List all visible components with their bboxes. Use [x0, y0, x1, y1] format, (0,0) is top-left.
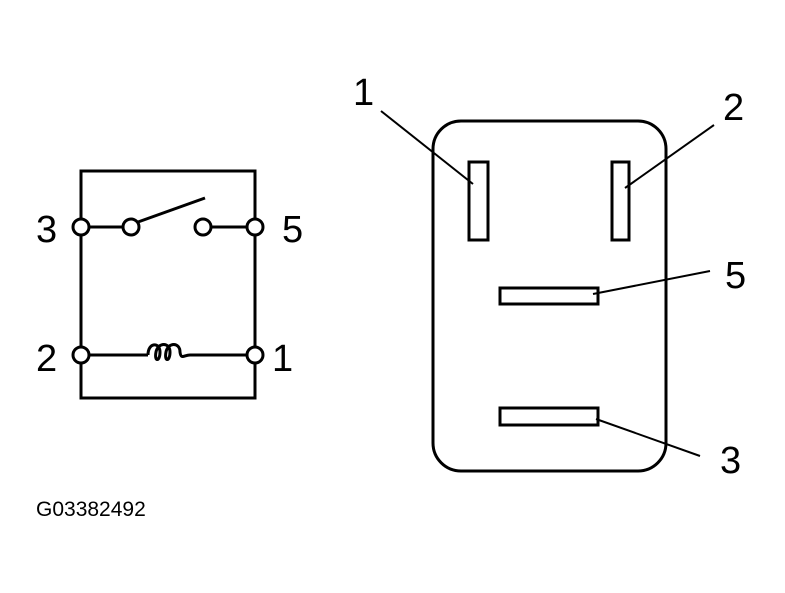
- connector-label-1: 1: [353, 72, 374, 114]
- connector-label-3: 3: [720, 440, 741, 482]
- pin-5-leader: [592, 270, 711, 295]
- terminal-1-pin: [245, 345, 265, 365]
- schematic-label-1: 1: [272, 338, 293, 380]
- terminal-2-pin: [71, 345, 91, 365]
- switch-blade: [137, 196, 206, 224]
- figure-code: G03382492: [36, 498, 146, 521]
- schematic-label-3: 3: [36, 209, 57, 251]
- schematic-frame: [79, 169, 257, 400]
- terminal-3-pin: [71, 217, 91, 237]
- pin-1-blade: [467, 160, 490, 242]
- switch-pivot-contact: [121, 217, 141, 237]
- pin-3-blade: [498, 406, 600, 427]
- pin-5-blade: [498, 286, 600, 306]
- pin-1-leader: [380, 110, 474, 185]
- schematic-label-5: 5: [282, 209, 303, 251]
- pin-2-blade: [610, 160, 631, 242]
- connector-label-5: 5: [725, 255, 746, 297]
- connector-label-2: 2: [723, 87, 744, 129]
- switch-fixed-contact: [193, 217, 213, 237]
- coil-symbol: [146, 343, 191, 361]
- schematic-label-2: 2: [36, 338, 57, 380]
- connector-body: [431, 119, 668, 473]
- pin-3-leader: [595, 418, 701, 457]
- terminal-5-pin: [245, 217, 265, 237]
- relay-connector-face: 1 2 5 3: [353, 72, 746, 482]
- relay-schematic: 3 5 2 1: [36, 169, 303, 400]
- pin-2-leader: [624, 124, 715, 189]
